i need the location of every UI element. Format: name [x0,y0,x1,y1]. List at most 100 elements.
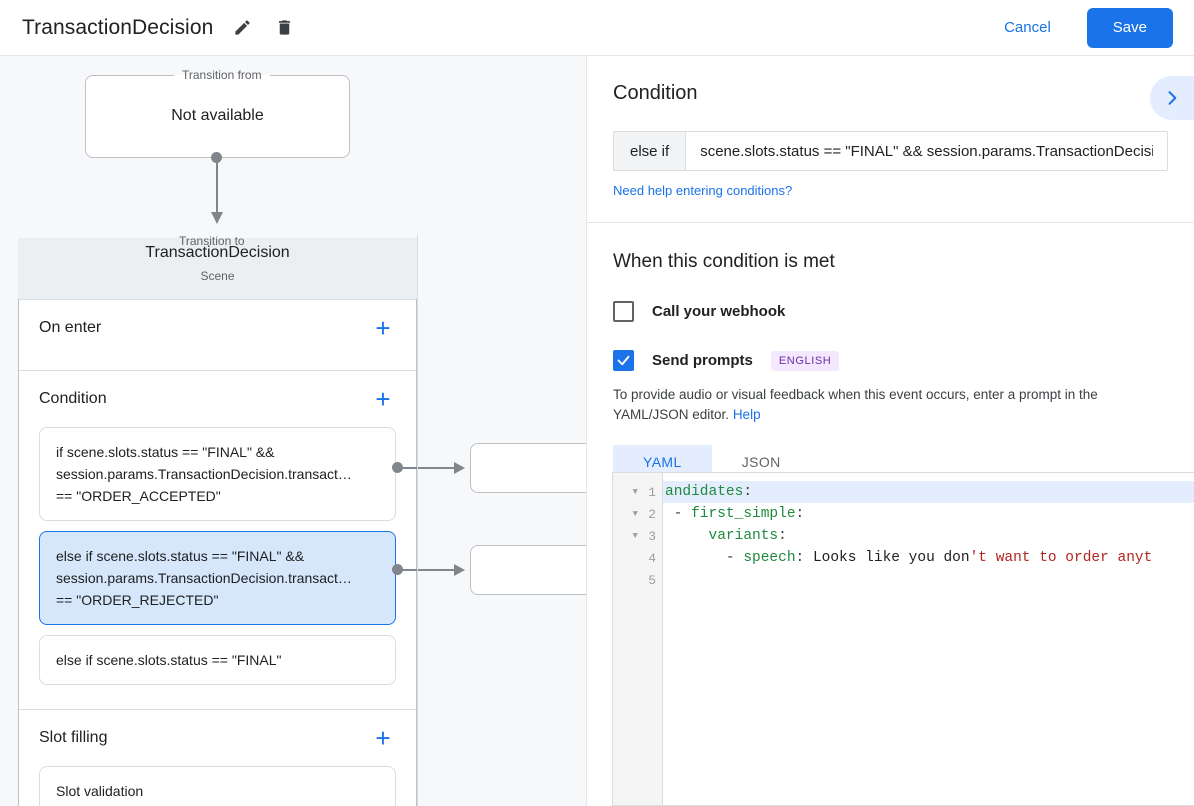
transition-to-legend: Transition to [179,234,245,248]
transition-to-node: Transition to TransactionDecision Scene … [18,234,417,806]
pencil-icon[interactable] [229,15,255,41]
editor-line-number: ▼1 [613,481,662,503]
call-webhook-label: Call your webhook [652,303,786,320]
section-condition: Condition + if scene.slots.status == "FI… [19,370,416,709]
edge-arrow-2 [454,564,465,576]
line-number-text: 2 [648,506,656,522]
condition-chip-3-line1: else if scene.slots.status == "FINAL" [56,652,282,668]
language-badge: ENGLISH [770,350,840,371]
scene-header: TransactionDecision Scene [18,238,417,299]
panel-title: Condition [613,82,698,104]
add-on-enter-button[interactable]: + [375,313,391,343]
target-node-2[interactable] [470,545,586,595]
condition-port-2 [392,564,403,575]
edge-line-2 [398,569,458,571]
code-token: speech [743,550,796,566]
fold-triangle-icon[interactable]: ▼ [632,509,638,519]
section-header-on-enter: On enter + [39,300,396,356]
flow-canvas: Transition from Not available Transition… [0,56,586,806]
edge-line-1 [398,467,458,469]
code-token: : [778,528,787,544]
page-title: TransactionDecision [22,15,214,39]
condition-port-1 [392,462,403,473]
chevron-right-icon[interactable] [1150,76,1194,120]
line-number-text: 1 [648,484,656,500]
section-title-on-enter: On enter [39,319,102,336]
code-token: 't want to order anyt [969,550,1153,566]
panel-condition-section: Condition else if Need help entering con… [587,56,1194,200]
send-prompts-checkbox[interactable] [613,350,634,371]
canvas-column-divider [417,234,418,806]
slot-validation-chip[interactable]: Slot validation [39,766,396,806]
condition-chip-1-line2: session.params.TransactionDecision.trans… [56,466,352,482]
code-token: : [795,550,813,566]
condition-input[interactable] [686,132,1167,170]
line-number-text: 4 [648,550,656,566]
code-token: andidates [665,484,744,500]
add-slot-filling-button[interactable]: + [375,723,391,753]
prompts-hint-text: To provide audio or visual feedback when… [613,387,1098,422]
line-number-text: 5 [648,572,656,588]
editor-code-line [663,569,1194,591]
need-help-conditions-link[interactable]: Need help entering conditions? [613,183,793,198]
fold-triangle-icon[interactable]: ▼ [632,531,638,541]
scene-subtitle: Scene [200,269,235,283]
code-token: : [743,484,753,500]
trash-icon[interactable] [271,15,297,41]
editor-line-number: 4 [613,547,662,569]
tab-json[interactable]: JSON [741,454,781,470]
editor-line-number: ▼2 [613,503,662,525]
editor-code-line: - first_simple: [663,503,1194,525]
panel-actions-section: When this condition is met Call your web… [587,223,1194,479]
condition-chip-1-line3: == "ORDER_ACCEPTED" [56,488,221,504]
webhook-row: Call your webhook [613,301,1168,322]
condition-chip-2-line1: else if scene.slots.status == "FINAL" && [56,548,305,564]
prompts-hint: To provide audio or visual feedback when… [613,385,1168,425]
section-header-slot-filling: Slot filling + [39,710,396,766]
condition-chip-1[interactable]: if scene.slots.status == "FINAL" && sess… [39,427,396,521]
transition-from-node: Transition from Not available [85,68,350,158]
call-webhook-checkbox[interactable] [613,301,634,322]
connector-arrow [211,212,223,224]
editor-code-line: variants: [663,525,1194,547]
code-token [665,528,709,544]
connector-line [216,152,218,214]
when-condition-met-title: When this condition is met [613,251,835,272]
cancel-button[interactable]: Cancel [1004,19,1051,36]
prompts-help-link[interactable]: Help [732,407,761,422]
edge-arrow-1 [454,462,465,474]
target-node-1[interactable] [470,443,586,493]
condition-chip-2[interactable]: else if scene.slots.status == "FINAL" &&… [39,531,396,625]
fold-triangle-icon[interactable]: ▼ [632,487,638,497]
section-title-condition: Condition [39,390,107,407]
condition-chip-3[interactable]: else if scene.slots.status == "FINAL" [39,635,396,685]
condition-prefix-label: else if [614,132,687,170]
condition-editor-row: else if [613,131,1168,171]
editor-code-line: andidates: [663,481,1194,503]
send-prompts-row: Send prompts ENGLISH [613,350,1168,371]
section-on-enter: On enter + [19,299,416,370]
transition-from-legend: Transition from [182,68,262,82]
condition-chip-2-line2: session.params.TransactionDecision.trans… [56,570,352,586]
section-slot-filling: Slot filling + Slot validation [19,709,416,806]
transition-from-value: Not available [171,106,264,124]
save-button[interactable]: Save [1086,7,1173,48]
add-condition-button[interactable]: + [375,384,391,414]
scene-title: TransactionDecision [145,244,290,261]
condition-chip-2-line3: == "ORDER_REJECTED" [56,592,219,608]
editor-line-number: 5 [613,569,662,591]
code-token: first_simple [691,506,796,522]
condition-chip-1-line1: if scene.slots.status == "FINAL" && [56,444,275,460]
editor-line-number: ▼3 [613,525,662,547]
top-bar: TransactionDecision Cancel Save [0,0,1194,56]
section-header-condition: Condition + [39,371,396,427]
section-title-slot-filling: Slot filling [39,729,108,746]
line-number-text: 3 [648,528,656,544]
code-token: : [795,506,805,522]
send-prompts-label: Send prompts [652,352,753,369]
code-token: - [665,550,744,566]
editor-code-area[interactable]: andidates: - first_simple: variants: - s… [663,473,1194,805]
